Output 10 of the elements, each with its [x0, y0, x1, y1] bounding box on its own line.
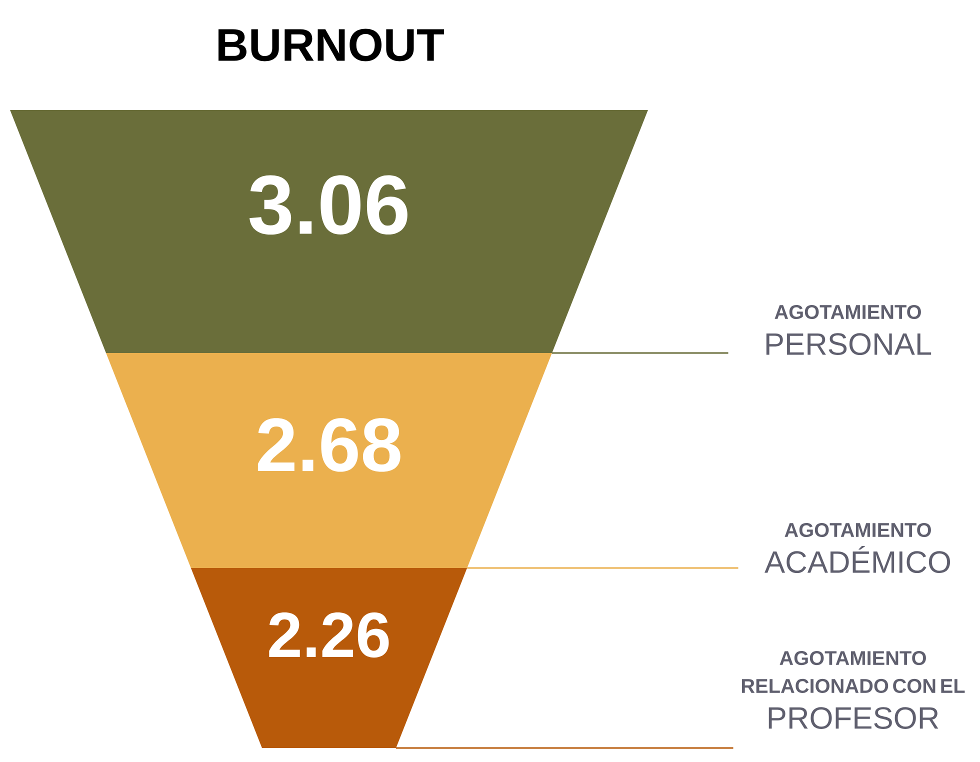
leader-line [467, 567, 738, 569]
funnel-band: 2.68 [106, 353, 552, 568]
leader-line [396, 747, 734, 749]
title: BURNOUT [218, 28, 444, 62]
funnel-band: 3.06 [10, 110, 648, 353]
category-label: AGOTAMIENTO ACADÉMICO [764, 522, 950, 574]
category-label: AGOTAMIENTO PERSONAL [766, 304, 932, 356]
leader-line [552, 352, 728, 354]
category-label: AGOTAMIENTO RELACIONADO CON EL PROFESOR [742, 651, 965, 729]
funnel-band: 2.26 [190, 568, 468, 748]
